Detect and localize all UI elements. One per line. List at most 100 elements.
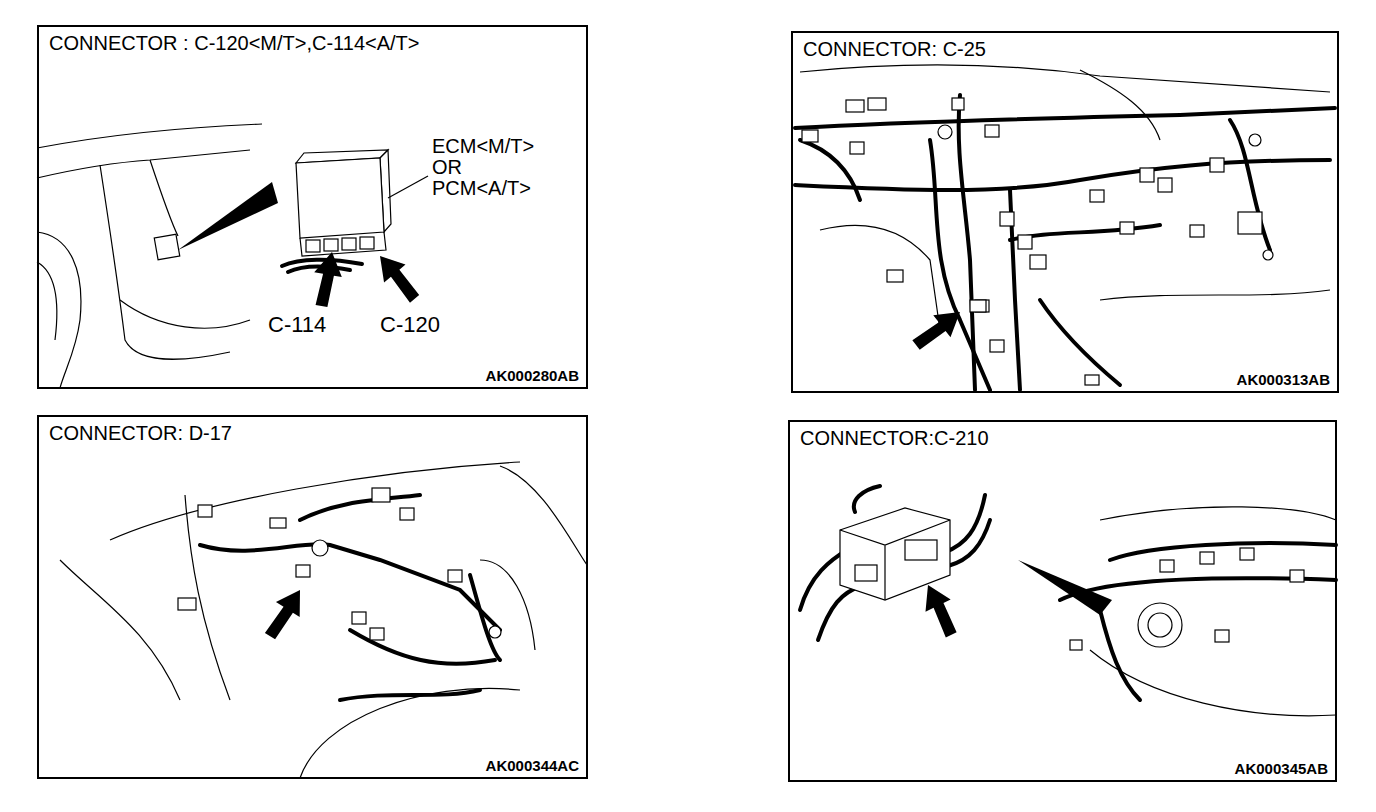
illustration-shape <box>795 108 1335 128</box>
illustration-shape <box>154 234 179 259</box>
illustration-shape <box>818 586 862 640</box>
illustration-shape <box>200 544 500 630</box>
illustration-shape <box>970 300 986 312</box>
illustration-shape <box>1100 610 1140 700</box>
connector-label: C-114 <box>266 313 328 336</box>
illustration-shape <box>312 540 328 556</box>
illustration-shape <box>1000 212 1014 226</box>
illustration-shape <box>1190 225 1204 237</box>
connector-title: CONNECTOR : C-120<M/T>,C-114<A/T> <box>47 32 421 55</box>
connector-title: CONNECTOR: D-17 <box>47 422 234 445</box>
illustration-shape <box>1210 158 1224 172</box>
illustration-shape <box>846 100 864 112</box>
illustration-shape <box>198 505 212 517</box>
illustration-shape <box>37 124 262 148</box>
illustration-shape <box>1080 70 1160 140</box>
illustration-shape <box>110 462 520 540</box>
illustration-shape <box>1238 212 1262 234</box>
illustration-shape <box>802 130 818 142</box>
illustration-shape <box>854 486 880 512</box>
illustration-shape <box>470 575 500 660</box>
illustration-shape <box>1090 190 1104 202</box>
illustration-shape <box>448 570 462 582</box>
illustration-shape <box>259 583 312 644</box>
illustration-shape <box>400 508 414 520</box>
illustration-shape <box>840 508 950 600</box>
illustration-shape <box>868 98 886 110</box>
illustration-shape <box>300 232 386 256</box>
connector-panel: CONNECTOR: D-17AK000344AC <box>37 415 588 779</box>
illustration-shape <box>1100 290 1330 300</box>
illustration-shape <box>1230 120 1270 250</box>
illustration-shape <box>1249 134 1261 146</box>
illustration-shape <box>309 250 346 309</box>
illustration-shape <box>948 520 990 566</box>
illustration-shape <box>985 125 999 137</box>
illustration-shape <box>915 579 964 641</box>
illustration-shape <box>905 540 937 560</box>
illustration-shape <box>855 565 877 581</box>
illustration-shape <box>342 238 356 250</box>
connector-title: CONNECTOR:C-210 <box>798 427 991 450</box>
illustration-shape <box>908 301 969 357</box>
illustration-shape <box>1070 640 1082 650</box>
illustration-shape <box>324 239 338 251</box>
illustration-shape <box>1158 178 1172 192</box>
figure-code: AK000313AB <box>1235 371 1332 388</box>
illustration-shape <box>296 158 384 238</box>
illustration-shape <box>372 488 390 502</box>
illustration-shape <box>887 270 903 282</box>
illustration-shape <box>1140 168 1154 182</box>
body-illustration <box>60 462 587 778</box>
illustration-shape <box>800 65 1330 92</box>
connector-title: CONNECTOR: C-25 <box>801 38 988 61</box>
illustration-shape <box>1018 560 1112 615</box>
illustration-shape <box>1160 560 1174 572</box>
illustration-shape <box>1138 603 1182 647</box>
illustration-shape <box>300 495 420 520</box>
unit-label: ECM<M/T> OR PCM<A/T> <box>430 136 552 199</box>
illustration-shape <box>352 612 366 624</box>
illustration-shape <box>930 140 990 390</box>
illustration-shape <box>120 300 250 328</box>
illustration-shape <box>369 247 426 307</box>
illustration-shape <box>370 628 384 640</box>
illustration-shape <box>850 142 864 154</box>
figure-code: AK000280AB <box>484 367 581 384</box>
illustration-shape <box>296 565 310 577</box>
illustration-shape <box>388 176 428 198</box>
illustration-shape <box>952 98 964 110</box>
illustration-shape <box>259 583 312 644</box>
illustration-shape <box>178 598 196 610</box>
illustration-shape <box>1215 630 1229 642</box>
connector-panel: CONNECTOR:C-210AK000345AB <box>788 420 1337 782</box>
illustration-shape <box>908 301 969 357</box>
dashboard-illustration <box>37 124 278 388</box>
illustration-shape <box>309 250 346 309</box>
illustration-shape <box>1263 250 1273 260</box>
illustration-shape <box>1120 222 1134 234</box>
illustration-shape <box>369 247 426 307</box>
illustration-shape <box>1030 255 1046 269</box>
illustration-shape <box>1240 548 1254 560</box>
illustration-shape <box>1100 507 1336 520</box>
illustration-shape <box>1040 300 1120 385</box>
illustration-shape <box>840 520 950 600</box>
illustration-shape <box>37 150 250 178</box>
illustration-shape <box>340 690 480 700</box>
illustration-shape <box>37 262 57 340</box>
illustration-shape <box>37 232 81 388</box>
illustration-shape <box>489 626 501 638</box>
illustration-shape <box>1290 570 1304 582</box>
illustration-shape <box>915 579 964 641</box>
illustration-shape <box>178 182 278 250</box>
illustration-shape <box>1018 235 1032 249</box>
figure-code: AK000345AB <box>1233 760 1330 777</box>
illustration-shape <box>820 225 940 330</box>
illustration-shape <box>1085 375 1099 385</box>
illustration-shape <box>1110 543 1336 560</box>
illustration-shape <box>1200 552 1214 564</box>
illustration-shape <box>938 125 952 139</box>
